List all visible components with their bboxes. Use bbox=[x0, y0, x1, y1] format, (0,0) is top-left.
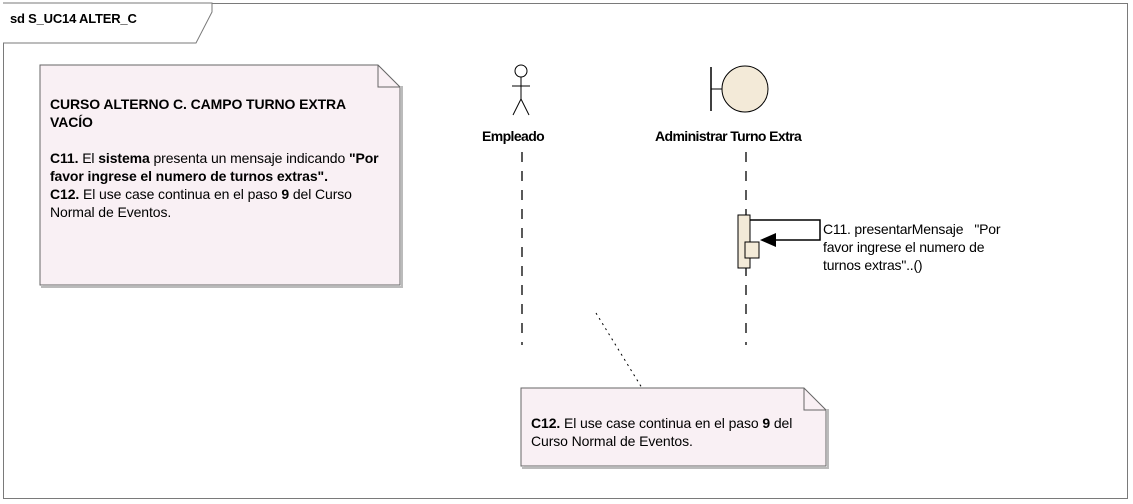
note-left: CURSO ALTERNO C. CAMPO TURNO EXTRA VACÍO… bbox=[40, 65, 400, 285]
frame-title: sd S_UC14 ALTER_C bbox=[10, 11, 137, 26]
note-left-paragraph-c12: C12. El use case continua en el paso 9 d… bbox=[50, 186, 356, 220]
note-bottom: C12. El use case continua en el paso 9 d… bbox=[521, 388, 826, 466]
lifeline-label-empleado: Empleado bbox=[482, 128, 545, 144]
activation-bar-nested bbox=[744, 241, 760, 259]
lifeline-label-administrar-turno-extra: Administrar Turno Extra bbox=[655, 128, 802, 144]
message-label: C11. presentarMensaje "Por favor ingrese… bbox=[823, 220, 1063, 274]
message-label-line-3: turnos extras"..() bbox=[823, 257, 923, 273]
actor-icon bbox=[512, 64, 530, 116]
boundary-icon bbox=[710, 65, 769, 113]
note-left-heading: CURSO ALTERNO C. CAMPO TURNO EXTRA VACÍO bbox=[50, 96, 346, 130]
note-left-shape bbox=[39, 64, 403, 288]
sequence-diagram-frame bbox=[3, 3, 1128, 499]
note-bottom-paragraph-c12: C12. El use case continua en el paso 9 d… bbox=[531, 415, 797, 449]
note-bottom-shape bbox=[520, 387, 829, 469]
message-label-line-1: C11. presentarMensaje "Por bbox=[823, 221, 1001, 237]
note-left-paragraph-c11: C11. El sistema presenta un mensaje indi… bbox=[50, 150, 379, 184]
note-anchor-line bbox=[595, 312, 643, 389]
message-label-line-2: favor ingrese el numero de bbox=[823, 239, 985, 255]
self-message-arrow bbox=[750, 219, 821, 247]
frame-title-tab bbox=[3, 2, 213, 44]
